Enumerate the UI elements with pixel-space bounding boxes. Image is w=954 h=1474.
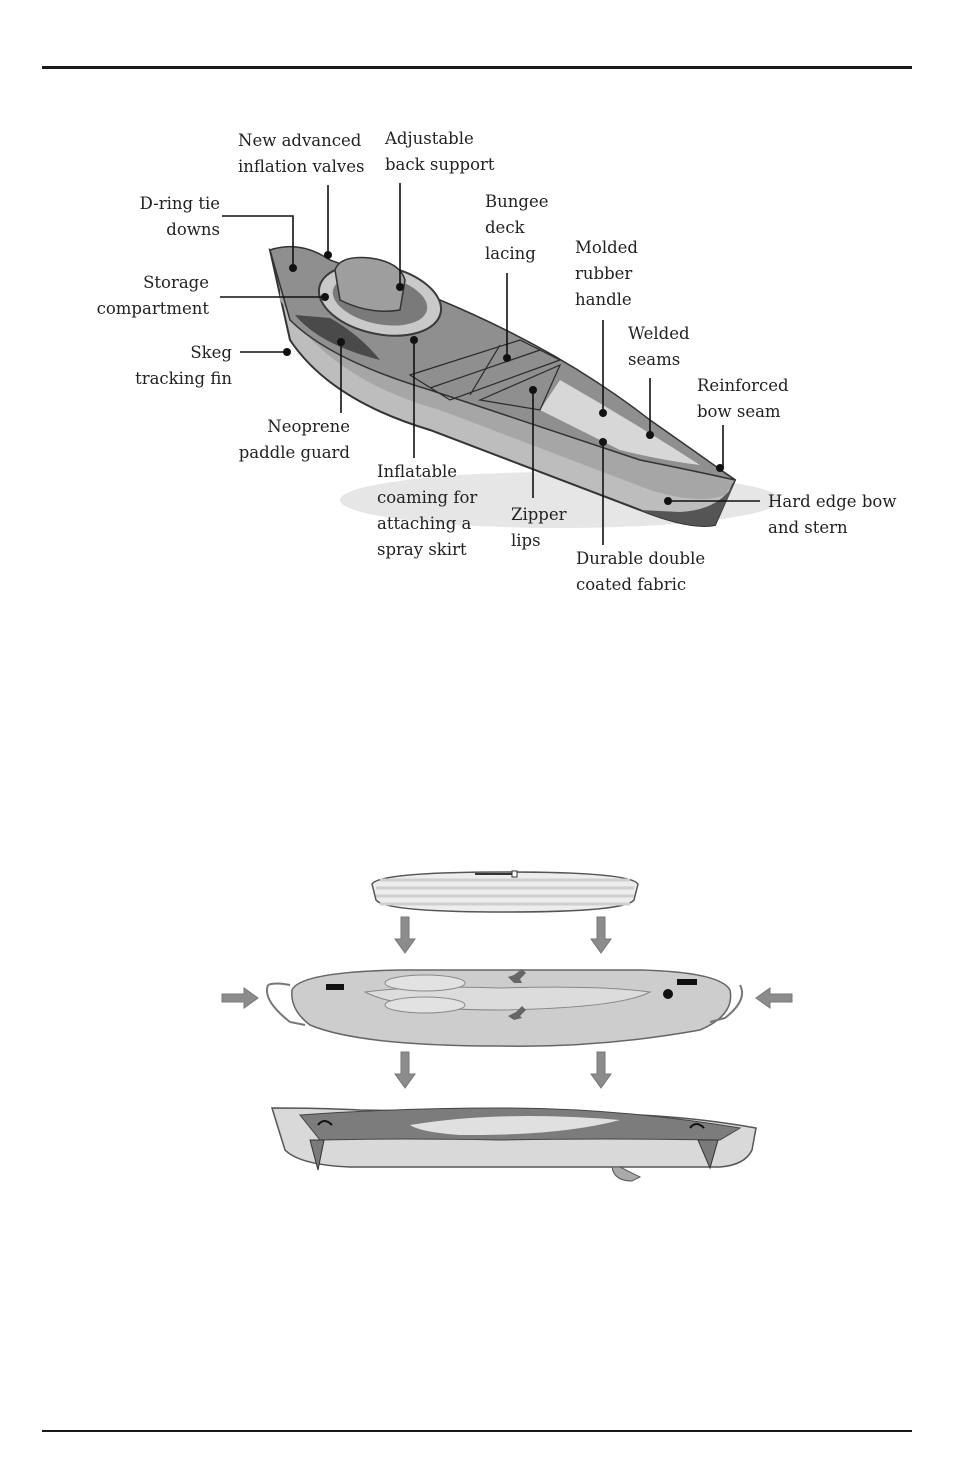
bottom-rule [42,1430,912,1432]
label-molded-handle: Molded rubber handle [575,238,638,309]
seat-back [334,256,406,312]
label-hard-edge: Hard edge bow and stern [768,492,897,537]
front-deck-panel [540,380,700,465]
arrows-side [221,987,793,1009]
neoprene-guard-shape [295,315,380,360]
label-fabric: Durable double coated fabric [576,549,706,594]
label-welded-seams: Welded seams [628,324,690,369]
label-skeg: Skeg tracking fin [135,343,232,388]
label-bungee: Bungee deck lacing [485,192,549,263]
inflation-bladder [266,969,744,1047]
floor-pad [371,870,639,913]
leader-lines [220,183,760,545]
label-storage: Storage compartment [96,273,209,318]
label-reinforced-bow: Reinforced bow seam [697,376,789,421]
label-neoprene: Neoprene paddle guard [238,417,350,462]
label-inflation-valves: New advanced inflation valves [238,131,365,176]
bungee-lacing [408,339,562,411]
label-back-support: Adjustable back support [385,129,495,174]
label-zipper: Zipper lips [511,505,567,550]
label-d-ring: D-ring tie downs [139,194,220,239]
arrows-down-top [394,916,612,954]
bow-hard-edge [640,482,735,526]
label-coaming: Inflatable coaming for attaching a spray… [377,462,478,559]
outer-shell [270,1107,757,1182]
top-rule [42,66,912,69]
kayak-side-band [280,280,735,499]
leader-dots [283,251,724,505]
arrows-down-bottom [394,1051,612,1089]
